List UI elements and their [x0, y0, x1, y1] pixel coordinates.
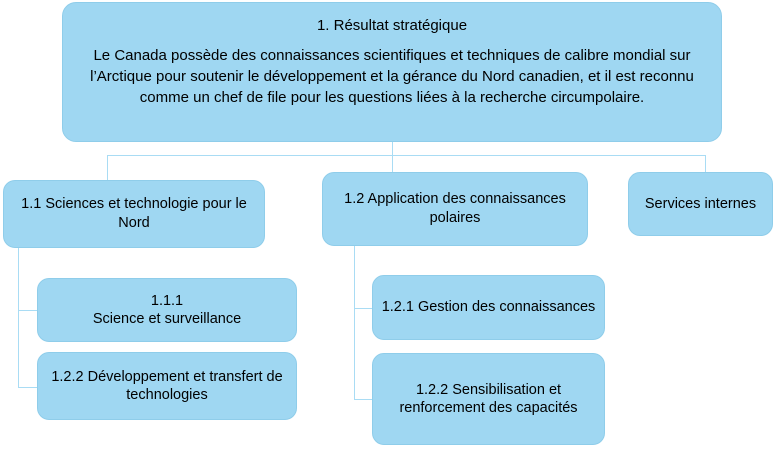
node-subprogram-dev-transfer[interactable]: 1.2.2 Développement et transfert de tech…: [37, 352, 297, 420]
connector-left-branch-spine: [18, 248, 19, 387]
node-subprogram-1-2-1[interactable]: 1.2.1 Gestion des connaissances: [372, 275, 605, 340]
node-subprogram-1-2-1-label: 1.2.1 Gestion des connaissances: [381, 299, 596, 316]
node-strategic-outcome-body: Le Canada possède des connaissances scie…: [90, 46, 694, 107]
node-subprogram-1-2-2-label: 1.2.2 Sensibilisation et renforcement de…: [399, 381, 578, 416]
node-program-1-2-label: 1.2 Application des connaissances polair…: [344, 191, 566, 226]
connector-horizontal-bus: [107, 155, 706, 156]
node-strategic-outcome-title: 1. Résultat stratégique: [316, 17, 468, 34]
connector-right-branch-spine: [354, 246, 355, 399]
connector-drop-to-level2-2: [392, 155, 393, 173]
connector-right-branch-stub-1: [354, 308, 373, 309]
node-subprogram-1-2-2[interactable]: 1.2.2 Sensibilisation et renforcement de…: [372, 353, 605, 445]
connector-root-stem: [392, 142, 393, 156]
connector-right-branch-stub-2: [354, 399, 373, 400]
connector-left-branch-stub-1: [18, 310, 38, 311]
node-program-1-1[interactable]: 1.1 Sciences et technologie pour le Nord: [3, 180, 265, 248]
connector-drop-to-level2-3: [705, 155, 706, 173]
node-program-1-2[interactable]: 1.2 Application des connaissances polair…: [322, 172, 588, 246]
node-internal-services[interactable]: Services internes: [628, 172, 773, 236]
node-internal-services-label: Services internes: [644, 195, 757, 212]
connector-drop-to-level2-1: [107, 155, 108, 181]
node-program-1-1-label: 1.1 Sciences et technologie pour le Nord: [21, 196, 247, 231]
node-subprogram-dev-transfer-label: 1.2.2 Développement et transfert de tech…: [51, 368, 283, 403]
node-strategic-outcome[interactable]: 1. Résultat stratégique Le Canada possèd…: [62, 2, 722, 142]
connector-left-branch-stub-2: [18, 387, 38, 388]
